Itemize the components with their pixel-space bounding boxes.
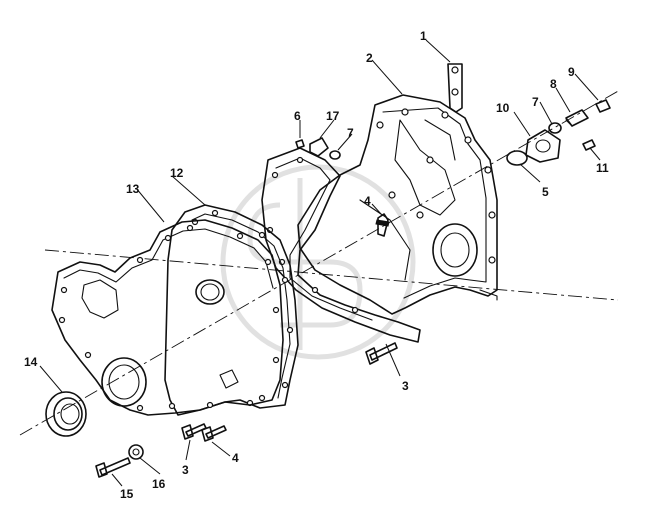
callout-7-right: 7 xyxy=(532,95,539,109)
front-gear-cover xyxy=(51,219,284,416)
o-ring-7a xyxy=(329,150,341,160)
lifting-bracket xyxy=(447,63,463,113)
callout-7-left: 7 xyxy=(347,126,354,140)
callout-9: 9 xyxy=(568,65,575,79)
crankshaft-seal xyxy=(45,391,87,437)
washer-16 xyxy=(128,444,144,460)
callout-2: 2 xyxy=(366,51,373,65)
plug-9 xyxy=(595,99,611,113)
o-ring-7b xyxy=(548,122,562,134)
callout-17: 17 xyxy=(326,109,340,123)
cover-plate-10 xyxy=(525,129,561,163)
small-parts-top xyxy=(295,137,341,160)
bolt-4-upper xyxy=(375,213,390,237)
callout-4-upper: 4 xyxy=(364,194,371,208)
callout-14: 14 xyxy=(24,355,38,369)
callout-10: 10 xyxy=(496,101,510,115)
screw-6 xyxy=(295,139,305,149)
callout-8: 8 xyxy=(550,77,557,91)
callout-1: 1 xyxy=(420,29,427,43)
callout-16: 16 xyxy=(152,477,166,491)
bolt-4-bottom xyxy=(201,425,227,442)
callout-12: 12 xyxy=(170,166,184,180)
bolt-15 xyxy=(95,457,131,478)
callout-3-bottom: 3 xyxy=(182,463,189,477)
screw-11 xyxy=(582,139,596,151)
callout-4-bottom: 4 xyxy=(232,451,239,465)
callout-11: 11 xyxy=(596,161,609,175)
sensor-17 xyxy=(309,137,329,157)
leader-lines xyxy=(39,39,601,487)
accessory-cover-assembly xyxy=(506,99,611,166)
callout-labels: 1 2 6 17 7 12 13 4 14 3 3 4 15 16 10 7 8… xyxy=(24,29,609,501)
bolt-3-lower-right xyxy=(365,342,398,365)
callout-13: 13 xyxy=(126,182,140,196)
watermark-logo xyxy=(220,164,416,360)
callout-6: 6 xyxy=(294,109,301,123)
callout-15: 15 xyxy=(120,487,134,501)
o-ring-5 xyxy=(506,150,528,166)
callout-5: 5 xyxy=(542,185,549,199)
gear-housing xyxy=(297,94,498,315)
callout-3-right: 3 xyxy=(402,379,409,393)
